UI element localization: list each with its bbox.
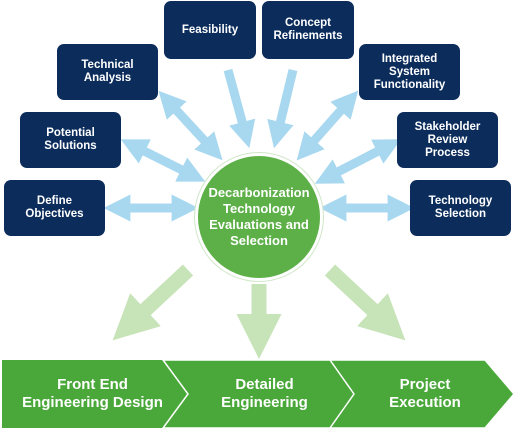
phase-chevron-front-end xyxy=(2,360,190,428)
phase-front-end: Front End Engineering Design xyxy=(22,376,163,411)
box-technical-analysis-label: Technical Analysis xyxy=(81,59,134,84)
box-stakeholder-review-label: Stakeholder Review Process xyxy=(414,120,481,159)
arrow-technical-analysis xyxy=(158,90,223,161)
phase-execution: Project Execution xyxy=(389,376,461,411)
box-feasibility: Feasibility xyxy=(164,1,256,59)
box-feasibility-label: Feasibility xyxy=(181,23,239,36)
box-concept-refinements-label: Concept Refinements xyxy=(273,17,343,42)
box-technology-selection: Technology Selection xyxy=(410,180,511,236)
box-define-objectives-label: Define Objectives xyxy=(25,195,84,220)
box-integrated-system-label: Integrated System Functionality xyxy=(373,52,446,91)
phase-detailed: Detailed Engineering xyxy=(221,376,308,411)
box-define-objectives: Define Objectives xyxy=(4,180,105,236)
box-potential-solutions-label: Potential Solutions xyxy=(44,127,97,152)
arrow-down-right xyxy=(324,264,406,341)
arrow-stakeholder-review xyxy=(314,139,402,184)
arrow-feasibility xyxy=(223,68,256,149)
arrow-potential-solutions xyxy=(120,139,206,182)
center-circle-label: Decarbonization Technology Evaluations a… xyxy=(208,185,310,248)
box-integrated-system: Integrated System Functionality xyxy=(359,44,460,100)
box-potential-solutions: Potential Solutions xyxy=(20,112,121,168)
phase-chevron-execution xyxy=(328,359,515,429)
center-circle: Decarbonization Technology Evaluations a… xyxy=(195,153,323,281)
box-stakeholder-review: Stakeholder Review Process xyxy=(397,112,498,168)
arrow-integrated-system xyxy=(296,90,359,161)
arrow-concept-refinements xyxy=(267,68,298,149)
arrow-down-left xyxy=(112,264,194,341)
box-concept-refinements: Concept Refinements xyxy=(262,1,354,59)
box-technology-selection-label: Technology Selection xyxy=(428,195,493,220)
box-technical-analysis: Technical Analysis xyxy=(57,44,158,100)
